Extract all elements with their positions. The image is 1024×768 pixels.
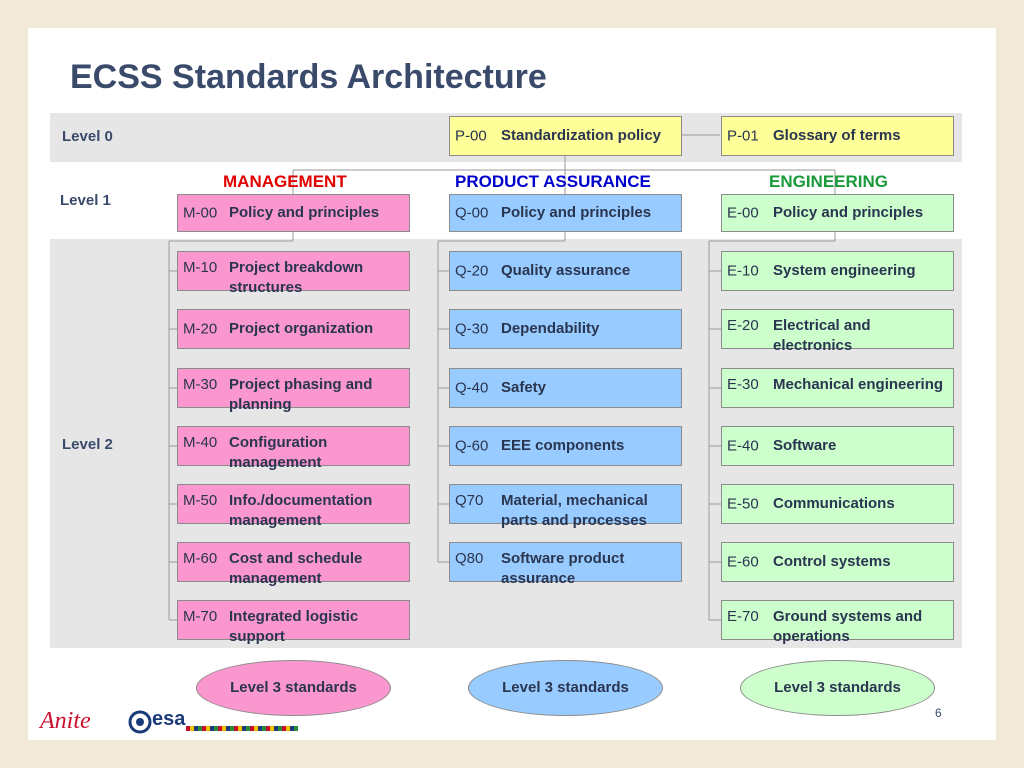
level1-label: Level 1 xyxy=(60,192,111,209)
box-name: Control systems xyxy=(773,553,891,570)
box-name: Glossary of terms xyxy=(773,127,901,144)
box-code: Q-20 xyxy=(455,262,489,280)
box-q70: Q70 Material, mechanical parts and proce… xyxy=(449,484,682,529)
box-code: M-30 xyxy=(183,376,218,393)
box-code: E-10 xyxy=(727,262,759,280)
box-e70: E-70 Ground systems and operations xyxy=(721,600,954,645)
level0-label: Level 0 xyxy=(62,128,113,145)
box-name: Material, mechanical parts and processes xyxy=(501,492,648,529)
box-name: Quality assurance xyxy=(501,262,631,279)
box-name: Safety xyxy=(501,379,547,396)
box-code: M-10 xyxy=(183,259,218,276)
box-code: Q-60 xyxy=(455,437,489,455)
box-code: Q70 xyxy=(455,492,484,509)
box-name: Policy and principles xyxy=(773,204,924,221)
box-code: M-40 xyxy=(183,434,218,451)
box-q20: Q-20 Quality assurance xyxy=(449,251,682,291)
anite-logo: Anite xyxy=(40,708,91,734)
box-q40: Q-40 Safety xyxy=(449,368,682,408)
box-name: Info./documentation management xyxy=(229,492,373,529)
box-m30: M-30 Project phasing and planning xyxy=(177,368,410,413)
box-name: EEE components xyxy=(501,437,625,454)
box-name: Mechanical engineering xyxy=(773,376,944,393)
box-name: Software product assurance xyxy=(501,550,625,587)
box-code: M-70 xyxy=(183,608,218,625)
box-code: E-00 xyxy=(727,204,759,222)
box-name: Configuration management xyxy=(229,434,328,471)
esa-logo: esa xyxy=(152,708,186,730)
box-name: Policy and principles xyxy=(501,204,652,221)
box-e60: E-60 Control systems xyxy=(721,542,954,582)
oval-label: Level 3 standards xyxy=(230,679,357,696)
box-name: Integrated logistic support xyxy=(229,608,359,645)
box-name: Software xyxy=(773,437,837,454)
box-name: Cost and schedule management xyxy=(229,550,363,587)
box-code: E-40 xyxy=(727,437,759,455)
level3-management-oval: Level 3 standards xyxy=(196,660,391,716)
box-name: Electrical and electronics xyxy=(773,317,871,354)
box-q00: Q-00 Policy and principles xyxy=(449,194,682,232)
box-code: P-00 xyxy=(455,127,487,145)
box-e20: E-20 Electrical and electronics xyxy=(721,309,954,354)
box-q60: Q-60 EEE components xyxy=(449,426,682,466)
box-p01: P-01 Glossary of terms xyxy=(721,116,954,156)
page-number: 6 xyxy=(935,706,942,720)
box-q30: Q-30 Dependability xyxy=(449,309,682,349)
box-code: Q-40 xyxy=(455,379,489,397)
box-code: E-20 xyxy=(727,317,759,334)
box-code: M-50 xyxy=(183,492,218,509)
level2-label: Level 2 xyxy=(62,436,113,453)
box-code: P-01 xyxy=(727,127,759,145)
box-code: M-60 xyxy=(183,550,218,567)
branch-header-management: MANAGEMENT xyxy=(223,172,347,191)
box-m50: M-50 Info./documentation management xyxy=(177,484,410,529)
box-e30: E-30 Mechanical engineering xyxy=(721,368,954,408)
branch-header-engineering: ENGINEERING xyxy=(769,172,889,191)
box-code: M-20 xyxy=(183,320,218,338)
oval-label: Level 3 standards xyxy=(774,679,901,696)
box-e40: E-40 Software xyxy=(721,426,954,466)
box-name: Policy and principles xyxy=(229,204,380,221)
box-name: Ground systems and operations xyxy=(773,608,923,645)
box-m10: M-10 Project breakdown structures xyxy=(177,251,410,296)
box-p00: P-00 Standardization policy xyxy=(449,116,682,156)
box-e50: E-50 Communications xyxy=(721,484,954,524)
box-m40: M-40 Configuration management xyxy=(177,426,410,471)
box-code: E-30 xyxy=(727,376,759,393)
level3-engineering-oval: Level 3 standards xyxy=(740,660,935,716)
box-m60: M-60 Cost and schedule management xyxy=(177,542,410,587)
box-code: E-50 xyxy=(727,495,759,513)
box-m00: M-00 Policy and principles xyxy=(177,194,410,232)
box-code: M-00 xyxy=(183,204,218,222)
box-name: Project phasing and planning xyxy=(229,376,373,413)
box-m70: M-70 Integrated logistic support xyxy=(177,600,410,645)
oval-label: Level 3 standards xyxy=(502,679,629,696)
branch-header-product-assurance: PRODUCT ASSURANCE xyxy=(455,172,651,191)
esa-logo-icon xyxy=(128,710,152,734)
box-m20: M-20 Project organization xyxy=(177,309,410,349)
flags-strip xyxy=(186,726,298,731)
box-name: Dependability xyxy=(501,320,600,337)
box-name: System engineering xyxy=(773,262,916,279)
box-name: Project breakdown structures xyxy=(229,259,364,296)
level3-product-assurance-oval: Level 3 standards xyxy=(468,660,663,716)
box-code: Q80 xyxy=(455,550,484,567)
box-name: Project organization xyxy=(229,320,374,337)
box-code: E-70 xyxy=(727,608,759,625)
box-e00: E-00 Policy and principles xyxy=(721,194,954,232)
box-q80: Q80 Software product assurance xyxy=(449,542,682,587)
box-code: Q-00 xyxy=(455,204,489,222)
box-e10: E-10 System engineering xyxy=(721,251,954,291)
box-name: Communications xyxy=(773,495,895,512)
box-code: Q-30 xyxy=(455,320,489,338)
page-title: ECSS Standards Architecture xyxy=(70,58,547,96)
box-name: Standardization policy xyxy=(501,127,662,144)
box-code: E-60 xyxy=(727,553,759,571)
